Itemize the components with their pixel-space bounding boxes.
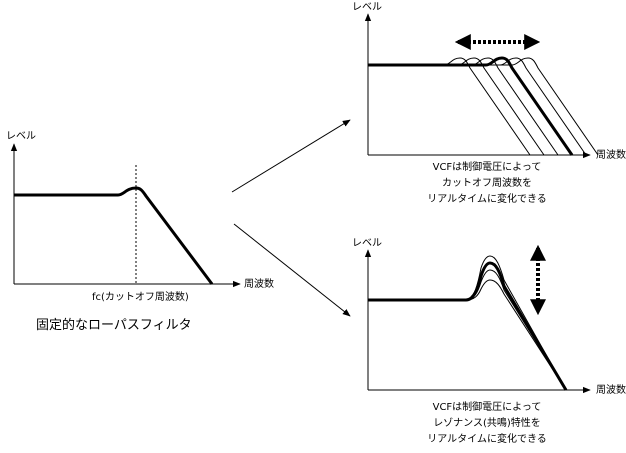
- cutoff-curve-2: [368, 57, 545, 156]
- resonance-bold-curve: [368, 261, 568, 391]
- resonance-curve-1: [368, 279, 567, 391]
- cutoff-x-axis-label: 周波数: [596, 150, 626, 161]
- resonance-thin-curves: [368, 255, 567, 391]
- resonance-caption-line-1: VCFは制御電圧によって: [432, 402, 542, 413]
- fixed-cutoff-label: fc(カットオフ周波数): [92, 292, 189, 303]
- resonance-caption: VCFは制御電圧によって レゾナンス(共鳴)特性を リアルタイムに変化できる: [402, 400, 572, 448]
- cutoff-bold-curve: [368, 56, 574, 156]
- arrow-to-resonance-panel: [233, 223, 351, 317]
- cutoff-curve-5: [368, 57, 599, 156]
- cutoff-caption-line-2: カットオフ周波数を: [442, 178, 532, 189]
- cutoff-caption: VCFは制御電圧によって カットオフ周波数を リアルタイムに変化できる: [402, 160, 572, 208]
- fixed-filter-graph: [10, 143, 241, 288]
- resonance-y-axis-label: レベル: [352, 238, 382, 249]
- cutoff-curve-4: [368, 57, 587, 156]
- fixed-x-axis-label: 周波数: [244, 279, 274, 290]
- fixed-response-curve: [14, 186, 214, 285]
- cutoff-caption-line-1: VCFは制御電圧によって: [432, 162, 542, 173]
- cutoff-caption-line-3: リアルタイムに変化できる: [427, 194, 547, 205]
- resonance-curve-3: [368, 255, 567, 391]
- resonance-graph: [364, 244, 591, 394]
- cutoff-y-axis-label: レベル: [352, 2, 382, 13]
- arrow-to-cutoff-panel: [231, 119, 351, 193]
- cutoff-curve-1: [368, 57, 531, 156]
- resonance-caption-line-2: レゾナンス(共鳴)特性を: [433, 418, 541, 429]
- fixed-filter-title: 固定的なローパスフィルタ: [36, 318, 192, 333]
- resonance-caption-line-3: リアルタイムに変化できる: [427, 434, 547, 445]
- fixed-y-axis-label: レベル: [6, 131, 36, 142]
- cutoff-sweep-graph: [364, 13, 599, 159]
- resonance-x-axis-label: 周波数: [596, 385, 626, 396]
